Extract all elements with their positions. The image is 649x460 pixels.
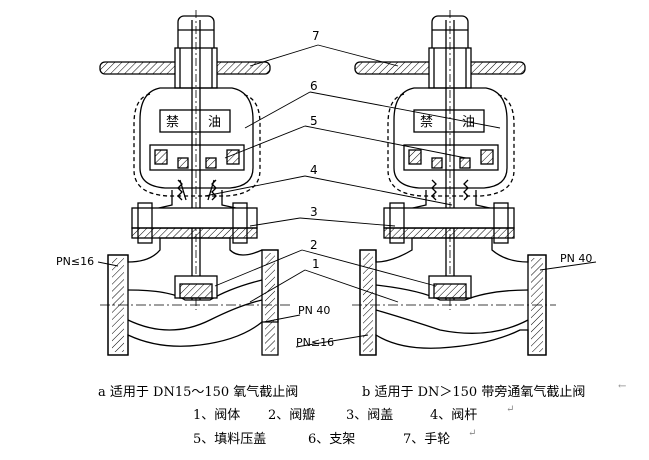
caption-a: a 适用于 DN15～150 氧气截止阀 bbox=[98, 385, 299, 400]
right-bonnet bbox=[383, 179, 515, 244]
left-yoke bbox=[133, 87, 261, 197]
left-body bbox=[100, 237, 290, 356]
left-bonnet bbox=[131, 179, 258, 244]
right-handwheel bbox=[354, 15, 526, 89]
left-handwheel bbox=[99, 15, 271, 89]
callout-1: 1 bbox=[312, 257, 320, 271]
right-stem bbox=[445, 10, 455, 310]
right-body bbox=[352, 237, 556, 356]
part-5-label: 5、填料压盖 bbox=[193, 432, 267, 447]
left-stamp-left: 禁 bbox=[166, 115, 179, 130]
right-stamp-left: 禁 bbox=[420, 115, 433, 130]
callout-2: 2 bbox=[310, 238, 318, 252]
part-1-label: 1、阀体 bbox=[193, 408, 241, 423]
valve-diagram: 7 6 5 4 3 2 1 禁 油 禁 油 PN≤16 PN 40 PN 40 … bbox=[56, 10, 597, 356]
part-7-label: 7、手轮 bbox=[403, 432, 451, 447]
left-stamp-right: 油 bbox=[208, 115, 221, 130]
right-stamp-right: 油 bbox=[462, 115, 475, 130]
callout-5: 5 bbox=[310, 114, 318, 128]
part-6-label: 6、支架 bbox=[308, 432, 356, 447]
return-mark: ↵ bbox=[468, 428, 477, 439]
left-pressure-bottom: PN 40 bbox=[298, 304, 330, 317]
right-valve bbox=[352, 10, 556, 356]
left-valve bbox=[99, 10, 290, 356]
right-yoke bbox=[387, 87, 515, 197]
callout-4: 4 bbox=[310, 163, 318, 177]
return-mark: ↵ bbox=[506, 404, 515, 415]
return-mark: ← bbox=[618, 381, 627, 392]
callout-7: 7 bbox=[312, 29, 320, 43]
caption-b: b 适用于 DN＞150 带旁通氧气截止阀 bbox=[362, 385, 586, 400]
callout-3: 3 bbox=[310, 205, 318, 219]
right-pressure-top: PN 40 bbox=[560, 252, 592, 265]
part-2-label: 2、阀瓣 bbox=[268, 408, 316, 423]
right-pressure-bottom: PN≤16 bbox=[296, 336, 334, 349]
left-stem bbox=[191, 10, 201, 310]
part-3-label: 3、阀盖 bbox=[346, 408, 394, 423]
callout-6: 6 bbox=[310, 79, 318, 93]
part-4-label: 4、阀杆 bbox=[430, 408, 478, 423]
leader-lines bbox=[97, 44, 597, 348]
left-pressure-top: PN≤16 bbox=[56, 255, 94, 268]
